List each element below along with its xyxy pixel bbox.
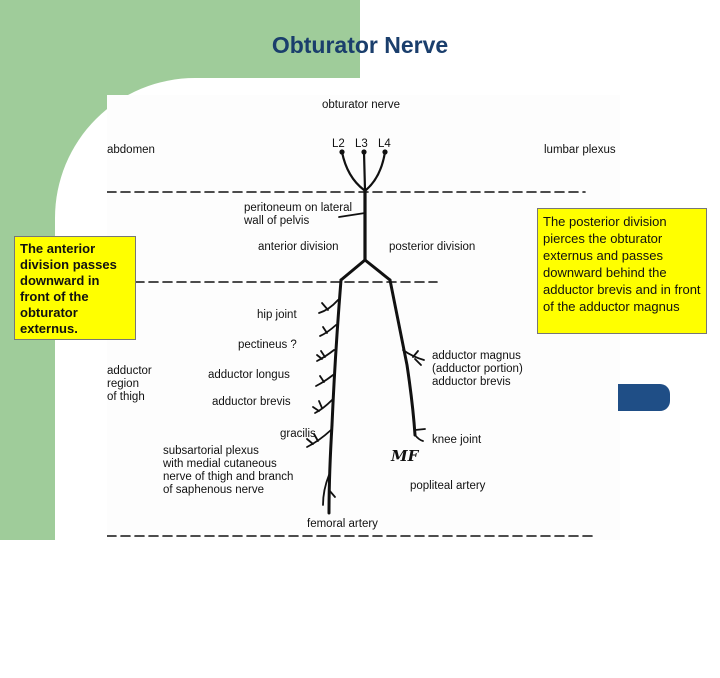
label-obturator-nerve: obturator nerve	[322, 99, 400, 111]
blue-decorative-tab	[618, 384, 670, 411]
root-l3	[362, 150, 367, 192]
obturator-nerve-diagram: obturator nerve L2 L3 L4 abdomen lumbar …	[107, 95, 620, 540]
label-hip-joint: hip joint	[257, 309, 297, 321]
label-posterior-division: posterior division	[389, 241, 476, 253]
l4-root-dot	[382, 149, 388, 155]
posterior-division-trunk	[363, 258, 392, 282]
posterior-division-stem	[388, 278, 417, 437]
label-l4: L4	[378, 138, 391, 150]
root-l4	[364, 150, 387, 192]
pectineus-branch	[319, 324, 337, 337]
label-l2: L2	[332, 138, 345, 150]
label-femoral-artery: femoral artery	[307, 518, 378, 530]
label-abdomen: abdomen	[107, 144, 155, 156]
root-l2	[340, 150, 366, 192]
subsartorial-branch	[306, 429, 332, 448]
l2-root-dot	[339, 149, 345, 155]
artist-signature: MF	[391, 447, 419, 465]
adductor-brevis-left-branch	[315, 374, 334, 387]
gracilis-branch	[312, 399, 333, 414]
l3-root-dot	[361, 149, 367, 155]
anterior-division-trunk	[339, 258, 367, 282]
anterior-division-callout: The anterior division passes downward in…	[14, 236, 136, 340]
nerve-drawing	[107, 149, 598, 537]
label-gracilis: gracilis	[280, 428, 316, 440]
label-l3: L3	[355, 138, 368, 150]
hip-joint-branch	[318, 299, 339, 314]
white-background-strip	[360, 0, 720, 80]
knee-joint-branch	[414, 428, 426, 442]
label-adductor-longus: adductor longus	[208, 369, 290, 381]
femoral-artery-branch	[322, 474, 336, 506]
label-peritoneum: peritoneum on lateral wall of pelvis	[244, 202, 353, 227]
peritoneum-branch	[338, 212, 366, 218]
label-anterior-division: anterior division	[258, 241, 339, 253]
label-adductor-magnus: adductor magnus (adductor portion) adduc…	[432, 350, 523, 388]
label-popliteal-artery: popliteal artery	[410, 480, 486, 492]
label-adductor-brevis-left: adductor brevis	[212, 396, 291, 408]
adductor-magnus-branch	[402, 349, 425, 366]
anterior-division-stem	[327, 278, 343, 515]
label-lumbar-plexus: lumbar plexus	[544, 144, 616, 156]
slide-title: Obturator Nerve	[271, 32, 449, 58]
posterior-division-callout: The posterior division pierces the obtur…	[537, 208, 707, 334]
label-knee-joint: knee joint	[432, 434, 482, 446]
label-subsartorial: subsartorial plexus with medial cutaneou…	[163, 445, 294, 496]
adductor-longus-branch	[316, 349, 335, 362]
label-pectineus: pectineus ?	[238, 339, 297, 351]
label-adductor-region: adductor region of thigh	[107, 365, 152, 403]
